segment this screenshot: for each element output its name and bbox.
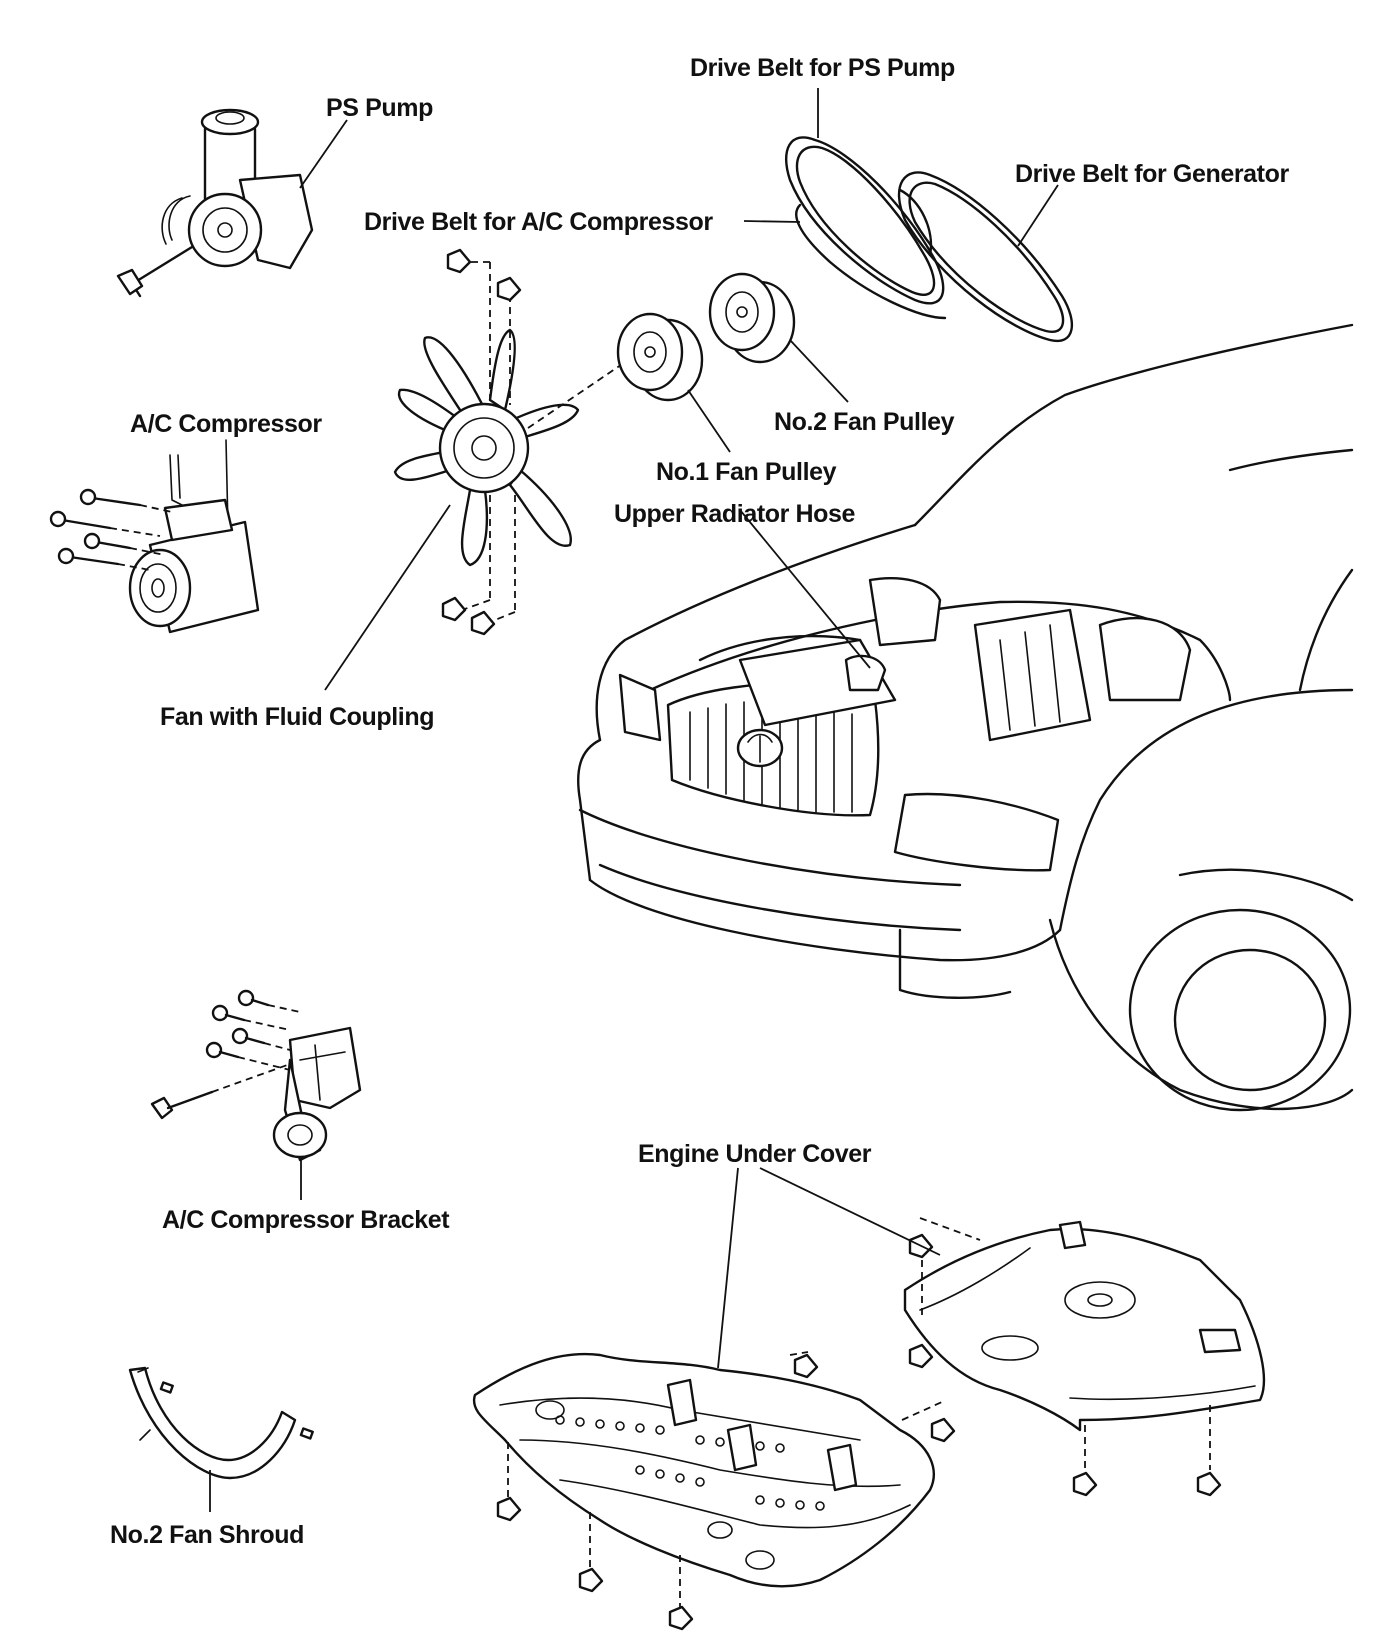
leader-drive-belt-generator: [1017, 184, 1059, 247]
leader-no2-fan-pulley: [789, 339, 849, 403]
leader-fan: [324, 504, 451, 691]
label-engine-under-cover: Engine Under Cover: [638, 1140, 872, 1168]
fan-with-fluid-coupling: [393, 248, 641, 636]
label-ac-compressor: A/C Compressor: [130, 410, 322, 438]
label-ps-pump: PS Pump: [326, 94, 433, 122]
vehicle-front-end: [577, 323, 1354, 1112]
label-drive-belt-ac-compressor: Drive Belt for A/C Compressor: [364, 208, 713, 236]
no2-fan-pulley: [708, 272, 796, 364]
no1-fan-pulley: [616, 312, 704, 402]
label-fan-with-fluid-coupling: Fan with Fluid Coupling: [160, 703, 434, 731]
ps-pump: [116, 108, 314, 298]
bracket-bolts: [150, 989, 301, 1120]
label-drive-belt-generator: Drive Belt for Generator: [1015, 160, 1289, 188]
leader-engine-under-cover-2: [759, 1167, 941, 1256]
leader-drive-belt-ac: [743, 220, 801, 223]
leader-engine-under-cover-1: [717, 1167, 739, 1369]
label-upper-radiator-hose: Upper Radiator Hose: [614, 500, 856, 528]
ac-compressor-bolts: [49, 488, 173, 571]
ac-compressor: [49, 439, 260, 634]
label-no2-fan-shroud: No.2 Fan Shroud: [110, 1521, 304, 1549]
label-drive-belt-ps-pump: Drive Belt for PS Pump: [690, 54, 955, 82]
leader-no1-fan-pulley: [687, 389, 731, 453]
label-no1-fan-pulley: No.1 Fan Pulley: [656, 458, 837, 486]
ac-compressor-bracket: [150, 989, 362, 1162]
label-no2-fan-pulley: No.2 Fan Pulley: [774, 408, 955, 436]
drive-belts: [785, 136, 1074, 343]
engine-under-cover-rear: [903, 1217, 1266, 1497]
no2-fan-shroud: [128, 1366, 314, 1480]
engine-under-cover-front: [472, 1351, 956, 1631]
leader-ps-pump: [299, 119, 348, 189]
label-ac-compressor-bracket: A/C Compressor Bracket: [162, 1206, 450, 1234]
leader-upper-radiator-hose: [739, 509, 871, 669]
